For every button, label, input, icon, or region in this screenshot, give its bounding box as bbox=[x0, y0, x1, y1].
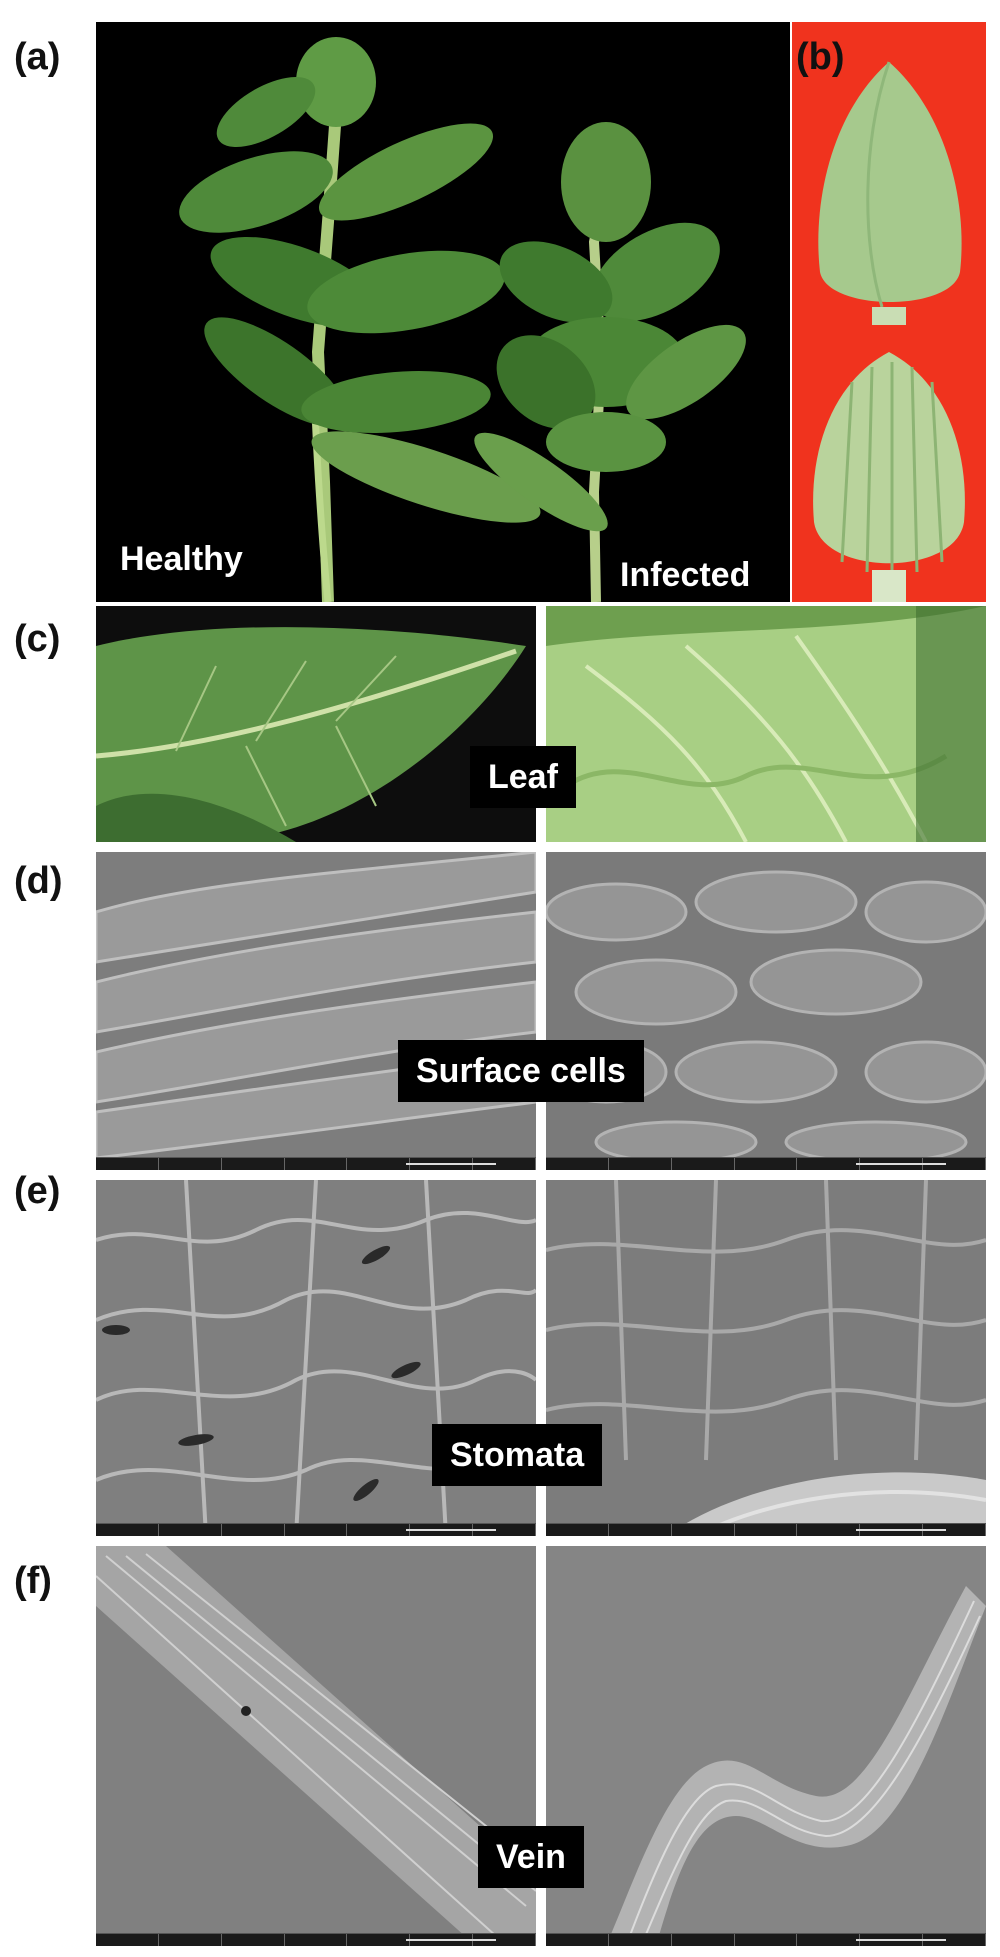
panel-letter-c: (c) bbox=[14, 618, 61, 660]
infected-vein-sem bbox=[546, 1546, 986, 1946]
infected-stomata-sem bbox=[546, 1180, 986, 1536]
capsules-photo bbox=[792, 22, 986, 602]
infected-leaf-photo bbox=[546, 606, 986, 842]
sem-info-bar bbox=[96, 1523, 536, 1536]
healthy-leaf-photo bbox=[96, 606, 536, 842]
panel-letter-f: (f) bbox=[14, 1560, 52, 1602]
infected-label: Infected bbox=[620, 556, 751, 594]
stomata-label: Stomata bbox=[432, 1424, 603, 1486]
vein-label: Vein bbox=[478, 1826, 584, 1888]
healthy-label: Healthy bbox=[120, 540, 243, 578]
sem-info-bar bbox=[546, 1523, 986, 1536]
sem-info-bar bbox=[546, 1933, 986, 1946]
leaf-label: Leaf bbox=[470, 746, 576, 808]
panel-letter-d: (d) bbox=[14, 860, 63, 902]
panel-divider bbox=[536, 606, 546, 1946]
plants-photo: Healthy Infected bbox=[96, 22, 790, 602]
healthy-vein-sem bbox=[96, 1546, 536, 1946]
panel-letter-a: (a) bbox=[14, 36, 61, 78]
surface-cells-label: Surface cells bbox=[398, 1040, 644, 1102]
sem-info-bar bbox=[96, 1933, 536, 1946]
sem-info-bar bbox=[546, 1157, 986, 1170]
sem-info-bar bbox=[96, 1157, 536, 1170]
healthy-surface-cells-sem bbox=[96, 852, 536, 1170]
infected-surface-cells-sem bbox=[546, 852, 986, 1170]
panel-letter-e: (e) bbox=[14, 1170, 61, 1212]
panel-letter-b: (b) bbox=[796, 36, 845, 78]
